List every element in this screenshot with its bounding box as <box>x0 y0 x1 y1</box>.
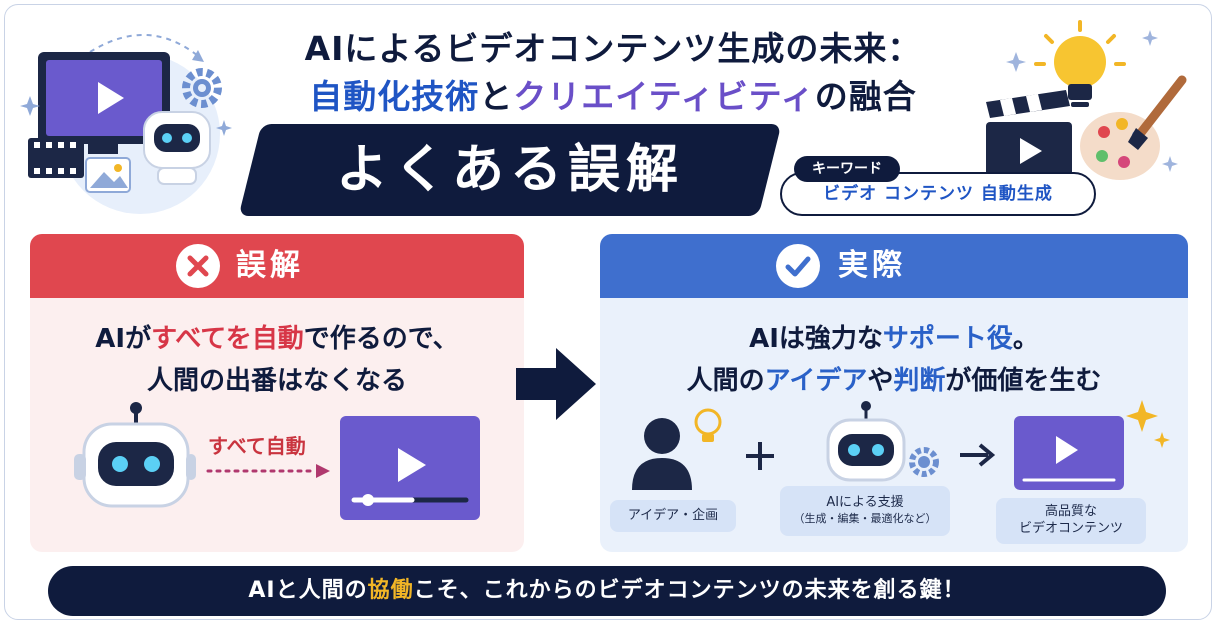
footer-bar <box>48 566 1166 616</box>
fact-line2-suffix: が価値を生む <box>945 366 1102 396</box>
myth-highlight-all-auto: すべてを自動 <box>151 324 304 354</box>
title-suffix: の融合 <box>814 77 917 116</box>
top-left-illustration <box>20 34 232 214</box>
keyword-label: キーワード <box>794 156 900 182</box>
auto-label: すべて自動 <box>208 434 306 458</box>
assistant-robot-icon <box>826 401 939 482</box>
sparkle-icon <box>1126 400 1170 448</box>
title-highlight-creativity: クリエイティビティ <box>513 77 815 116</box>
footer-suffix: こそ、これからのビデオコンテンツの未来を創る鍵！ <box>413 578 966 603</box>
robot-icon <box>74 402 196 508</box>
gear-icon <box>182 68 222 108</box>
hq-video-icon <box>1014 400 1170 490</box>
dashed-arc <box>89 34 199 57</box>
idea-bulb-icon <box>694 408 722 442</box>
page-title-line1: AIによるビデオコンテンツ生成の未来： <box>304 29 922 68</box>
flow-step-ai-support: AIによる支援（生成・編集・最適化など） <box>780 486 950 536</box>
sparkle-icon <box>20 96 232 136</box>
film-strip-icon <box>28 138 84 178</box>
paintbrush-icon <box>1128 75 1187 150</box>
output-title: 高品質な <box>1044 504 1097 520</box>
flow-arrow-icon <box>960 443 996 467</box>
footer-message: AIと人間の協働こそ、これからのビデオコンテンツの未来を創る鍵！ <box>48 566 1166 616</box>
page-title-line2: 自動化技術とクリエイティビティの融合 <box>268 70 958 118</box>
title-connector: と <box>479 77 514 116</box>
fact-line2-prefix: 人間の <box>686 366 765 396</box>
myth-statement-line2: 人間の出番はなくなる <box>146 366 407 396</box>
footer-prefix: AIと人間の <box>248 578 368 603</box>
monitor-icon <box>38 52 170 154</box>
plus-icon <box>746 442 774 470</box>
ai-support-title: AIによる支援 <box>826 495 904 511</box>
robot-icon <box>143 111 211 185</box>
flow-step-output: 高品質なビデオコンテンツ <box>996 498 1146 544</box>
fact-heading: 実際 <box>838 248 906 283</box>
myth-line1-suffix: で作るので、 <box>303 324 459 354</box>
flow-step-idea: アイデア・企画 <box>610 500 736 532</box>
fact-line2-connector: や <box>867 366 894 396</box>
fact-line1-prefix: AIは強力な <box>749 324 883 354</box>
fact-statement-line1: AIは強力なサポート役。 <box>600 318 1188 355</box>
myth-statement-line1: AIがすべてを自動で作るので、 <box>30 318 524 355</box>
clapperboard-icon <box>986 90 1072 180</box>
image-icon <box>85 157 131 193</box>
fact-highlight-judgment: 判断 <box>893 366 946 396</box>
arc-arrowhead <box>192 50 204 62</box>
x-circle-icon <box>176 244 220 288</box>
person-icon <box>632 408 722 490</box>
myth-heading: 誤解 <box>236 248 304 283</box>
dotted-arrow-icon <box>206 464 330 478</box>
banner-title: よくある誤解 <box>335 140 684 200</box>
fact-header <box>600 234 1188 298</box>
keyword-text: ビデオ コンテンツ 自動生成 <box>823 184 1053 204</box>
myth-header <box>30 234 524 298</box>
fact-highlight-idea: アイデア <box>764 366 868 396</box>
ai-support-detail: （生成・編集・最適化など） <box>793 512 937 526</box>
top-right-illustration <box>986 20 1187 180</box>
title-highlight-automation: 自動化技術 <box>309 77 480 116</box>
output-detail: ビデオコンテンツ <box>1018 521 1123 536</box>
myth-line1-prefix: AIが <box>95 324 152 354</box>
video-player-icon <box>340 416 480 520</box>
footer-highlight-collab: 協働 <box>367 578 414 603</box>
fact-statement-line2: 人間のアイデアや判断が価値を生む <box>600 360 1188 397</box>
check-circle-icon <box>776 244 820 288</box>
fact-highlight-support: サポート役 <box>882 324 1013 354</box>
sparkle-icon <box>1006 30 1178 172</box>
fact-line1-suffix: 。 <box>1012 324 1039 354</box>
lightbulb-icon <box>1034 20 1126 107</box>
right-arrow-icon <box>516 348 596 420</box>
gear-icon <box>909 447 939 477</box>
